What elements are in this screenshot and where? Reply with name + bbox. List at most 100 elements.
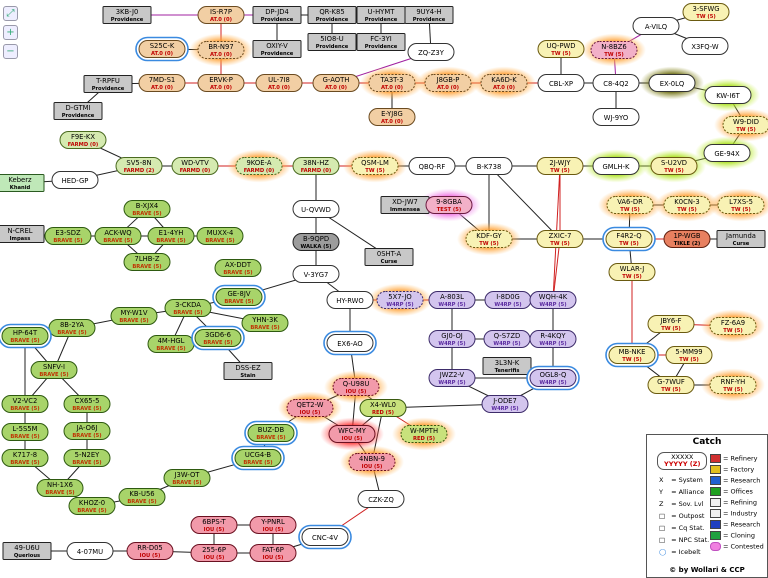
system-jby6-f[interactable]: JBY6-FTW (5)	[647, 315, 695, 333]
system-ka6d-k[interactable]: KA6D-KAT.0 (0)	[480, 74, 528, 92]
system-x3fq-w[interactable]: X3FQ-W	[681, 37, 729, 55]
system-hed-gp[interactable]: HED-GP	[51, 171, 99, 189]
system-4-07mu[interactable]: 4-07MU	[66, 542, 114, 560]
system-ta3t-3[interactable]: TA3T-3AT.0 (0)	[368, 74, 416, 92]
zoom-in-icon[interactable]: +	[3, 25, 18, 40]
zoom-out-icon[interactable]: −	[3, 44, 18, 59]
system-ge-94x[interactable]: GE-94X	[703, 144, 751, 162]
system-zxic-7[interactable]: ZXIC-7TW (5)	[536, 230, 584, 248]
system-cnc-4v[interactable]: CNC-4V	[298, 524, 352, 550]
system-hy-rwo[interactable]: HY-RWO	[326, 291, 374, 309]
system-b-k738[interactable]: B-K738	[465, 157, 513, 175]
system-cbl-xp[interactable]: CBL-XP	[537, 74, 585, 92]
fit-icon[interactable]: ⤢	[3, 6, 18, 21]
system-gmlh-k[interactable]: GMLH-K	[592, 157, 640, 175]
system-ervk-p[interactable]: ERVK-PAT.0 (0)	[197, 74, 245, 92]
system-ex6-ao[interactable]: EX6-AO	[323, 330, 377, 356]
system-czk-zq[interactable]: CZK-ZQ	[357, 490, 405, 508]
system-s25c-k[interactable]: S25C-KAT.0 (0)	[135, 36, 189, 62]
system-qbq-rf[interactable]: QBQ-RF	[408, 157, 456, 175]
system-v-3yg7[interactable]: V-3YG7	[292, 265, 340, 283]
system-c8-4q2[interactable]: C8-4Q2	[592, 74, 640, 92]
system-l7xs-5[interactable]: L7XS-5TW (5)	[717, 196, 765, 214]
system-kw-i6t[interactable]: KW-I6T	[704, 86, 752, 104]
system-wj-9yo[interactable]: WJ-9YO	[592, 108, 640, 126]
